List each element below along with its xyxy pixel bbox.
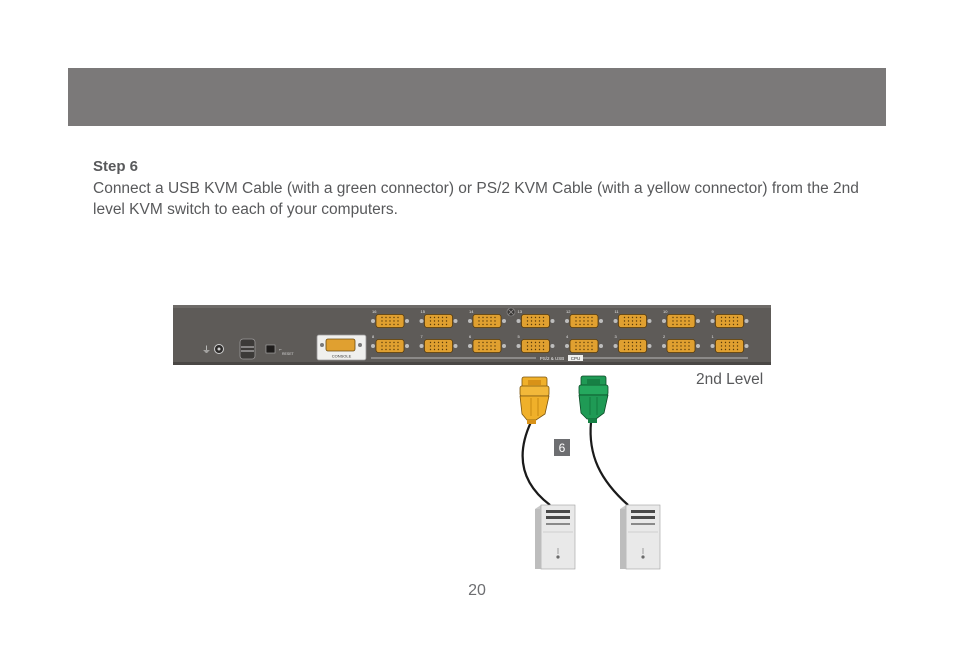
- cpu-port-3: [613, 339, 652, 353]
- svg-text:⏚: ⏚: [202, 345, 211, 355]
- svg-text:⌐: ⌐: [279, 347, 282, 353]
- cpu-port-16: [371, 314, 409, 328]
- port-number-3: 3: [615, 334, 618, 339]
- cpu-label: CPU: [571, 356, 581, 361]
- cpu-port-9: [710, 314, 749, 328]
- step-instructions: Connect a USB KVM Cable (with a green co…: [93, 180, 859, 218]
- cpu-port-7: [419, 339, 458, 353]
- cpu-port-15: [419, 314, 458, 328]
- cpu-port-10: [662, 314, 700, 328]
- power-inlet: ⏚: [202, 344, 224, 355]
- console-port: CONSOLE: [316, 334, 367, 361]
- port-number-9: 9: [712, 309, 715, 314]
- kvm-switch-rear-panel: [173, 305, 771, 365]
- usb-kvm-connector-green: [578, 375, 609, 423]
- header-band: [68, 68, 886, 126]
- port-number-7: 7: [421, 334, 424, 339]
- cpu-ports-bottom-row: 8 7 6 5 4 3 2 1: [371, 334, 749, 353]
- cpu-port-8: [371, 339, 409, 353]
- port-number-13: 13: [518, 309, 523, 314]
- console-label: CONSOLE: [332, 354, 352, 359]
- level-label: 2nd Level: [696, 371, 764, 388]
- svg-text:RESET: RESET: [282, 352, 295, 356]
- page-number: 20: [468, 582, 486, 599]
- yellow-cable: [521, 421, 551, 506]
- ps2-kvm-connector-yellow: [519, 376, 550, 424]
- port-number-6: 6: [469, 334, 472, 339]
- power-switch: [239, 338, 256, 360]
- cpu-port-11: [613, 314, 652, 328]
- port-number-10: 10: [663, 309, 668, 314]
- cpu-port-14: [468, 314, 506, 328]
- port-number-12: 12: [566, 309, 571, 314]
- step-marker: 6: [554, 439, 570, 456]
- cpu-port-12: [565, 314, 603, 328]
- green-cable: [589, 421, 629, 506]
- port-group-bracket: PS/2 & USB CPU: [371, 354, 748, 361]
- chassis-screw: [506, 307, 516, 317]
- cpu-port-2: [662, 339, 700, 353]
- computer-tower-2: [620, 504, 661, 570]
- cpu-port-5: [516, 339, 555, 353]
- port-number-11: 11: [615, 309, 620, 314]
- computer-tower-1: [535, 504, 576, 570]
- cpu-port-1: [710, 339, 749, 353]
- cpu-ports-top-row: 16 15 14 13 12 11 10 9: [371, 309, 749, 328]
- svg-text:6: 6: [559, 441, 566, 455]
- port-number-8: 8: [372, 334, 375, 339]
- port-number-2: 2: [663, 334, 666, 339]
- port-number-5: 5: [518, 334, 521, 339]
- cpu-port-4: [565, 339, 603, 353]
- port-group-label: PS/2 & USB: [540, 356, 565, 361]
- cpu-port-13: [516, 314, 555, 328]
- reset-button: ⌐ RESET: [265, 344, 295, 356]
- port-number-14: 14: [469, 309, 474, 314]
- port-number-1: 1: [712, 334, 715, 339]
- cpu-port-6: [468, 339, 506, 353]
- step-title: Step 6: [93, 158, 139, 175]
- port-number-16: 16: [372, 309, 377, 314]
- port-number-4: 4: [566, 334, 569, 339]
- port-number-15: 15: [421, 309, 426, 314]
